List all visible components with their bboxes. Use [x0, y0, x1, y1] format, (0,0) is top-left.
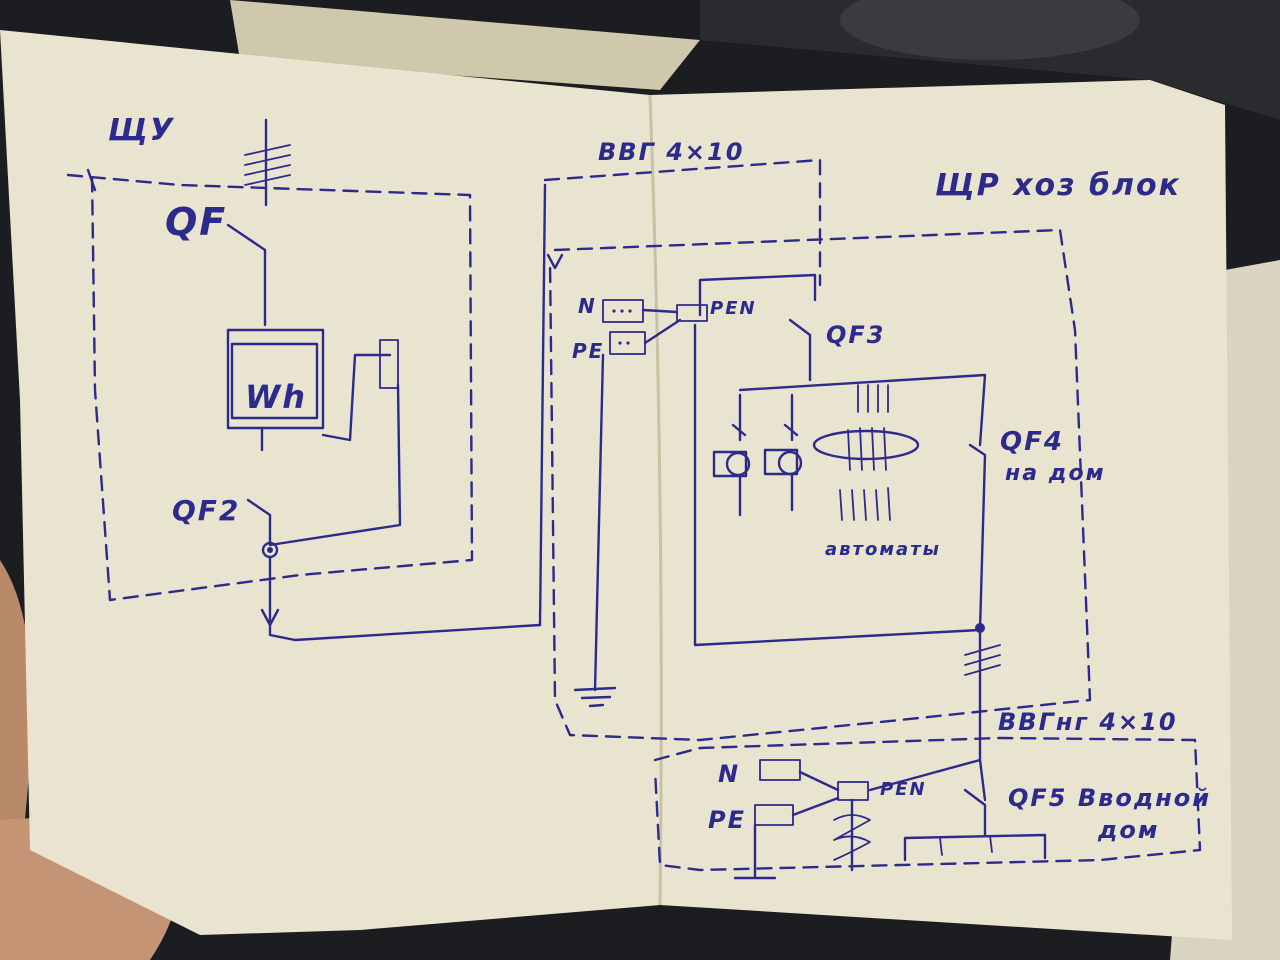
- breaker-group-ring: [812, 429, 920, 461]
- qf2-breaker: [246, 498, 272, 547]
- breaker-group-poles: [847, 427, 887, 471]
- terminal-dot: [628, 309, 632, 313]
- cable-down-left: [538, 183, 547, 627]
- ground-coil: [833, 814, 871, 861]
- dashboard-knob: [840, 0, 1140, 60]
- label-pe-top: PE: [572, 339, 604, 363]
- label-qf4-sub: на дом: [1005, 461, 1106, 486]
- paper-sheet: [0, 30, 1232, 940]
- label-n-bottom: N: [718, 760, 740, 788]
- pe-wire-down: [593, 353, 605, 692]
- panel-house: [653, 736, 1202, 880]
- label-shu: ЩУ: [108, 113, 175, 148]
- junction-dot: [267, 547, 273, 553]
- breaker-group-top: [857, 384, 889, 413]
- label-qf4: QF4: [1000, 427, 1064, 457]
- rcd-1-ring: [725, 451, 751, 477]
- terminal-dot: [612, 309, 616, 313]
- qf-breaker: [226, 223, 267, 327]
- terminal-dot: [620, 309, 624, 313]
- label-qf2: QF2: [172, 494, 240, 527]
- pen-links-top: [641, 308, 682, 345]
- label-wh: Wh: [245, 378, 307, 416]
- qf3-breaker: [788, 318, 812, 382]
- cable-hatch-bottom: [964, 644, 1001, 676]
- terminal-dot: [618, 341, 622, 345]
- breaker-feeds: [738, 393, 794, 442]
- rcd-outputs: [738, 472, 794, 517]
- label-qf5-sub: дом: [1097, 816, 1160, 844]
- label-pen-bottom: PEN: [880, 779, 927, 800]
- label-n-top: N: [578, 294, 597, 318]
- pe-bottom-ground: [733, 823, 777, 880]
- label-qf: QF: [165, 200, 227, 244]
- meter-box-outer: [226, 328, 325, 430]
- panel-shu-arrow: [86, 168, 97, 192]
- inner-bus: [738, 373, 987, 632]
- wire-out-left: [268, 555, 542, 642]
- panel-shr-border: [543, 158, 1092, 742]
- terminal-dot: [626, 341, 630, 345]
- panel-shu: [66, 118, 542, 642]
- label-pe-bottom: PE: [708, 806, 746, 834]
- rcd-2-ring: [777, 450, 803, 476]
- label-breakers: автоматы: [825, 539, 941, 560]
- ground-symbol: [573, 686, 617, 708]
- label-panel-title: ЩР хоз блок: [935, 168, 1181, 203]
- terminal-n-bottom: [759, 759, 801, 781]
- meter-wires: [260, 353, 392, 452]
- rcd-2: [763, 448, 799, 476]
- bottom-bus-taps: [939, 835, 993, 856]
- paper-fold: [648, 94, 663, 906]
- label-cable-top: ВВГ 4×10: [598, 138, 744, 166]
- arrow-in-shr: [546, 253, 564, 270]
- bottom-bus: [903, 833, 1047, 862]
- label-cable-bottom: ВВГнг 4×10: [998, 708, 1178, 736]
- meter-box-inner: [230, 342, 319, 420]
- labels: ЩУ QF Wh QF2 ВВГ 4×10 ЩР хоз блок N PEN …: [108, 113, 1211, 844]
- wire-return: [268, 383, 402, 547]
- wire-top-loop: [698, 273, 817, 317]
- wire-left-bus: [693, 323, 982, 647]
- panel-shu-border: [66, 173, 474, 602]
- pen-links-bottom: [791, 770, 840, 817]
- junction-dot-bottom: [975, 623, 985, 633]
- qf5-breaker: [963, 788, 987, 837]
- breaker-group-bottom: [839, 487, 891, 521]
- rcd-1: [712, 450, 748, 478]
- label-pen-top: PEN: [710, 298, 757, 319]
- breaker-contacts: [731, 423, 799, 437]
- panel-house-border: [653, 736, 1202, 872]
- label-qf5: QF5 Вводной: [1008, 784, 1211, 812]
- cable-hatch-top: [244, 144, 291, 186]
- wire-to-qf5: [868, 758, 987, 802]
- terminal-small: [379, 339, 399, 389]
- label-qf3: QF3: [826, 321, 886, 349]
- panel-shr: [538, 158, 1092, 762]
- arrow-down-left: [260, 608, 280, 627]
